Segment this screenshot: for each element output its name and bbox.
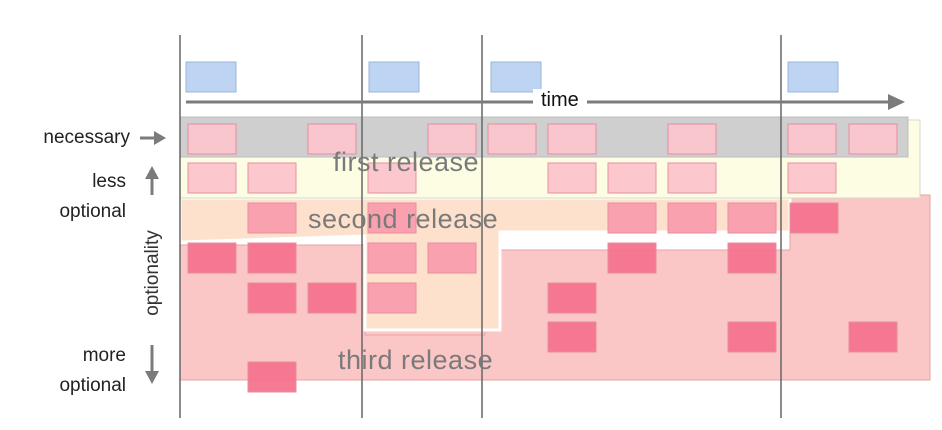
story-card — [187, 162, 237, 194]
story-card — [547, 123, 597, 155]
story-card — [367, 242, 417, 274]
story-card — [307, 123, 357, 155]
timeline-box — [368, 61, 420, 93]
more-optional-label: optional — [59, 375, 126, 396]
story-card — [667, 202, 717, 234]
story-card — [187, 123, 237, 155]
story-card — [607, 162, 657, 194]
timeline-box — [490, 61, 542, 93]
story-card — [187, 242, 237, 274]
story-card — [607, 242, 657, 274]
time-label: time — [533, 89, 587, 112]
story-card — [427, 242, 477, 274]
necessary-band — [179, 116, 909, 158]
timeline-box — [787, 61, 839, 93]
story-card — [367, 202, 417, 234]
story-card — [247, 162, 297, 194]
story-card — [667, 123, 717, 155]
story-card — [367, 162, 417, 194]
story-card — [787, 162, 837, 194]
story-card — [727, 321, 777, 353]
story-card — [727, 242, 777, 274]
story-card — [789, 202, 839, 234]
necessary-label: necessary — [43, 127, 130, 148]
optionality-label: optionality — [142, 230, 163, 316]
up-arrow-head — [145, 166, 159, 179]
story-card — [367, 282, 417, 314]
necessary-arrow-head — [154, 131, 166, 145]
story-card — [667, 162, 717, 194]
story-card — [547, 162, 597, 194]
story-card — [607, 202, 657, 234]
down-arrow-head — [145, 371, 159, 384]
time-arrow-head — [888, 94, 905, 110]
story-card — [427, 123, 477, 155]
story-card — [247, 202, 297, 234]
second-release-label: second release — [308, 204, 499, 234]
story-card — [247, 242, 297, 274]
story-card — [247, 282, 297, 314]
timeline-box — [185, 61, 237, 93]
first-release-label: first release — [333, 147, 480, 177]
third-release-label: third release — [338, 345, 494, 375]
story-card — [848, 123, 898, 155]
story-card — [307, 282, 357, 314]
story-cards — [187, 123, 898, 393]
more-label: more — [82, 345, 126, 366]
story-card — [487, 123, 537, 155]
story-card — [727, 202, 777, 234]
less-label: less — [92, 171, 126, 192]
story-card — [547, 321, 597, 353]
story-card — [848, 321, 898, 353]
story-card — [247, 361, 297, 393]
story-card — [787, 123, 837, 155]
story-card — [547, 282, 597, 314]
less-optional-label: optional — [59, 201, 126, 222]
